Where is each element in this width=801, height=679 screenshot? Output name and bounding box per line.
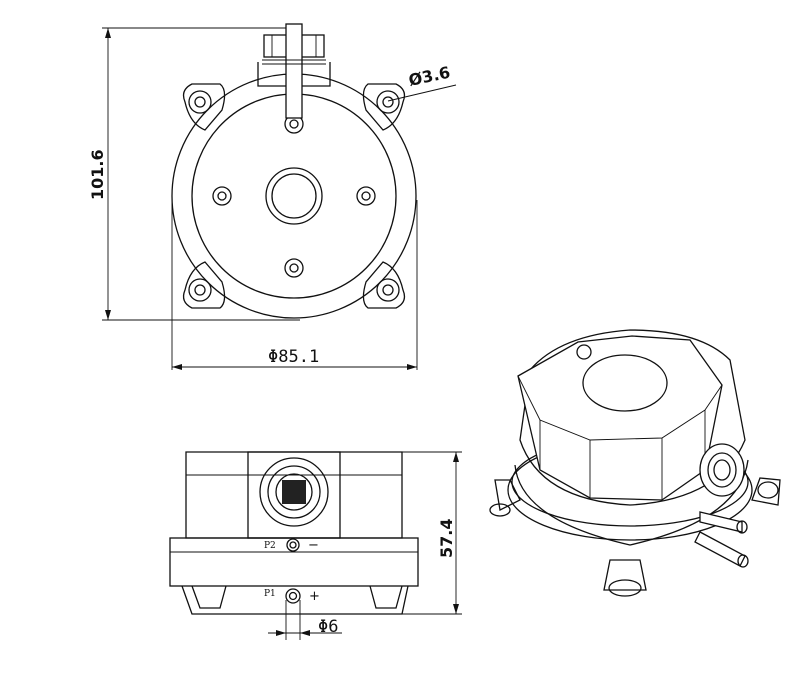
port-p1-sign: + (309, 589, 320, 604)
diameter-dimension-label: Φ85.1 (268, 347, 319, 367)
isometric-view (489, 329, 781, 597)
port-p2-sign: − (308, 538, 319, 553)
top-view (102, 23, 457, 370)
height-dimension-label: 101.6 (88, 149, 107, 200)
depth-dimension-label: 57.4 (437, 519, 456, 558)
port-dimension-label: Φ6 (318, 617, 338, 637)
port-p2-label: P2 (264, 541, 276, 551)
port-p1-label: P1 (264, 589, 276, 599)
front-view (169, 451, 462, 640)
hole-dimension-label: Ø3.6 (407, 63, 452, 90)
